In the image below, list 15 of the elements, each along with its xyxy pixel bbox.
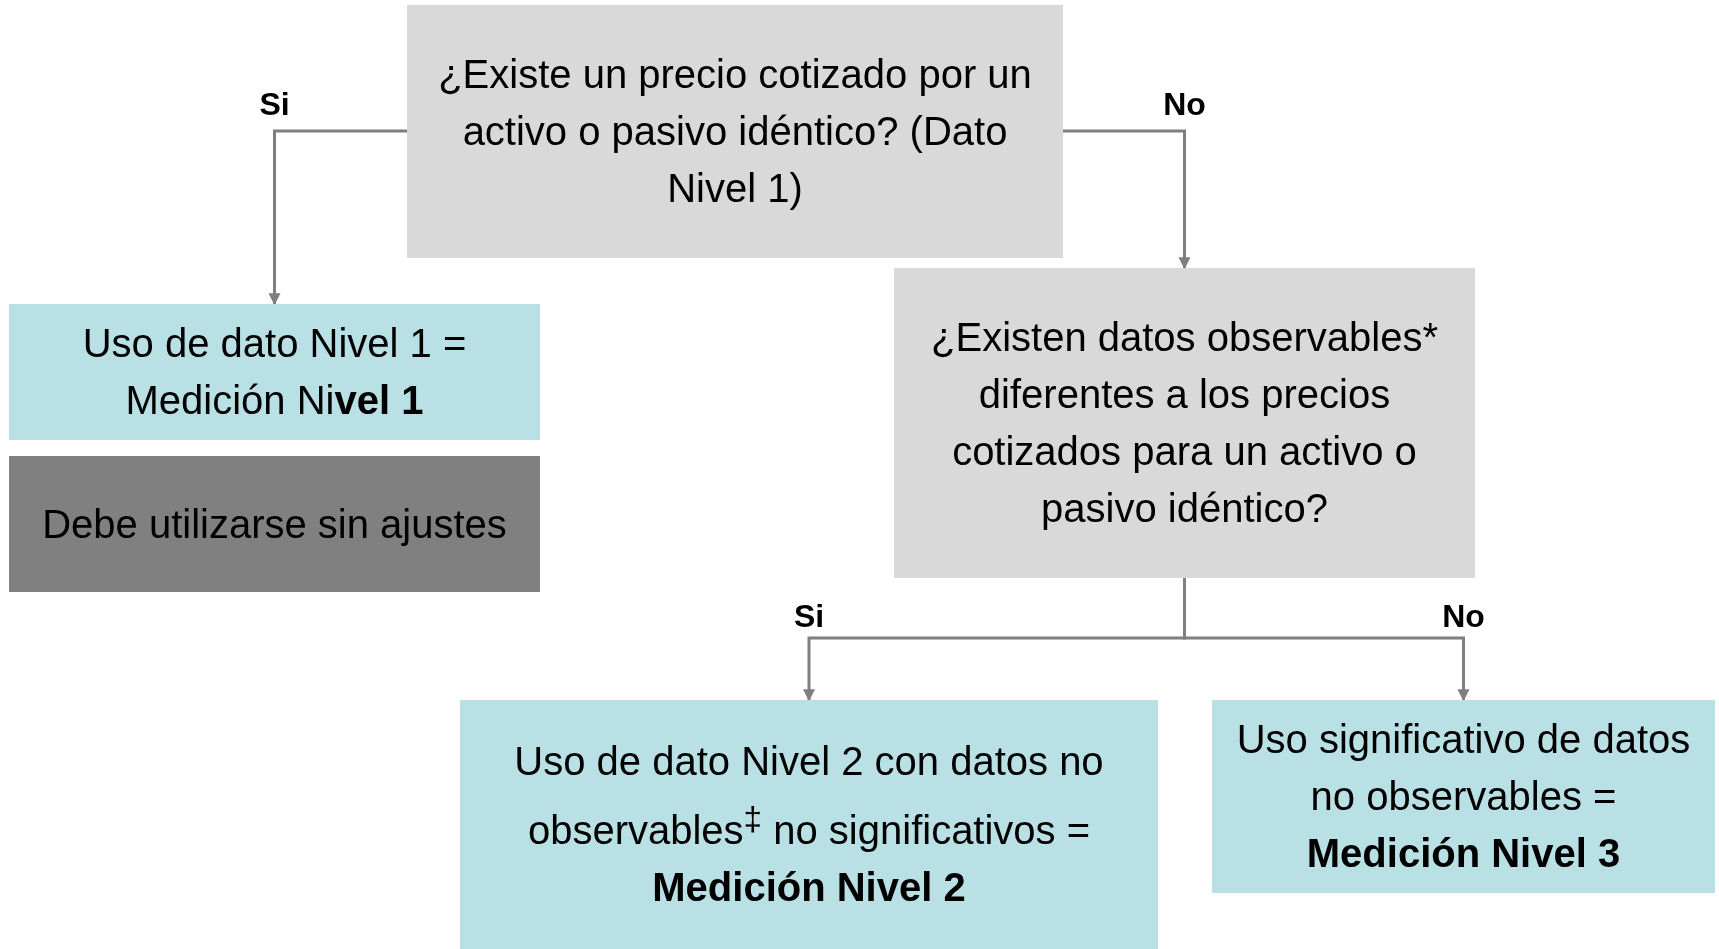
- note-box: [9, 456, 540, 592]
- box-text: ¿Existen datos observables* diferentes a los precios cotizados para un activo o pasivo idéntico?: [930, 314, 1439, 532]
- result-box: [9, 304, 540, 440]
- box-text: Uso de dato Nivel 1 = Medición Nivel 1: [81, 320, 468, 424]
- result-box: [1212, 700, 1715, 893]
- box-text: ¿Existe un precio cotizado por un activo o pasivo idéntico? (Dato Nivel 1): [437, 51, 1033, 212]
- decision-box: [894, 268, 1475, 578]
- decision-box: [407, 5, 1063, 258]
- connector-arrow: [1183, 578, 1470, 702]
- connector-arrow: [268, 129, 407, 306]
- box-text: Uso de dato Nivel 2 con datos no observables$^{‡}$ no significativos = Medición Nivel 2: [513, 737, 1105, 912]
- result-box: [460, 700, 1158, 949]
- connector-arrow: [1063, 129, 1191, 270]
- box-text: Uso significativo de datos no observables = Medición Nivel 3: [1235, 716, 1692, 877]
- box-text: Debe utilizarse sin ajustes: [42, 500, 507, 548]
